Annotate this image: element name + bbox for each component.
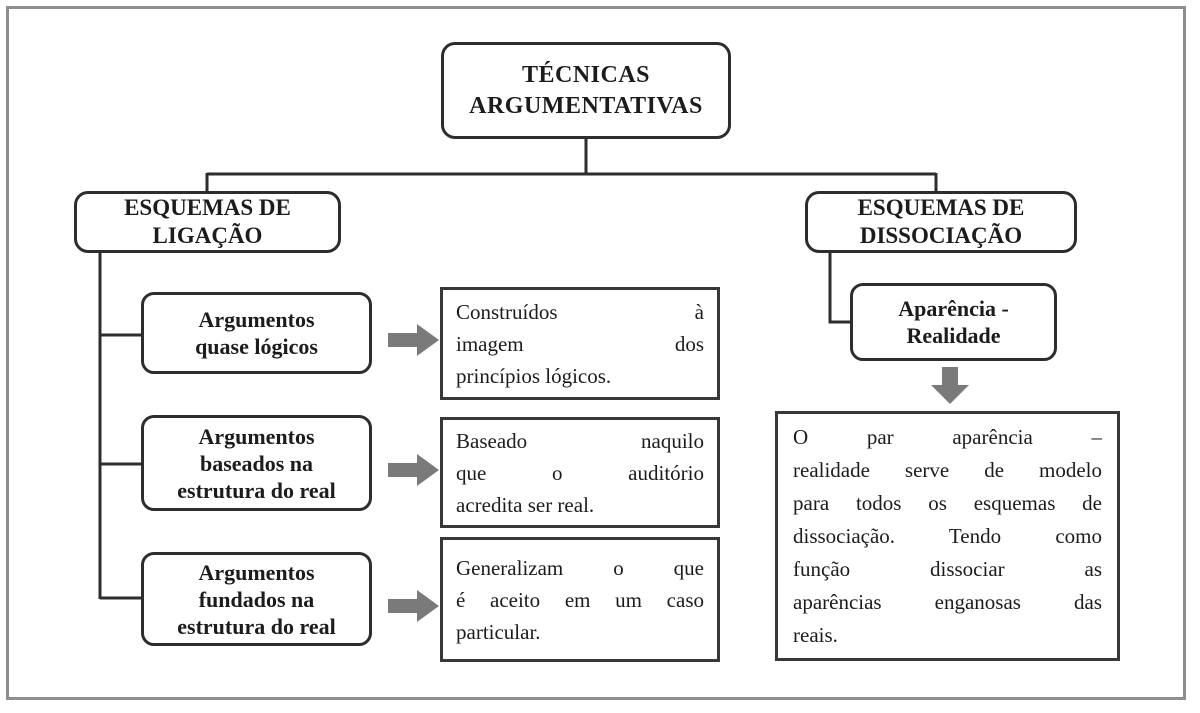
description-line: O par aparência – (793, 424, 1102, 449)
description-line: Baseado naquilo (456, 428, 704, 453)
description-box-fundados: Generalizam o que é aceito em um caso pa… (440, 537, 720, 662)
branch-title-line: ESQUEMAS DE (124, 195, 291, 220)
branch-title-line: DISSOCIAÇÃO (859, 223, 1023, 248)
description-line: que o auditório (456, 460, 704, 485)
branch-node-esquemas-de-dissociacao: ESQUEMAS DE DISSOCIAÇÃO (805, 191, 1077, 253)
item-node-argumentos-baseados: Argumentos baseados na estrutura do real (141, 415, 372, 511)
description-line: particular. (456, 619, 541, 644)
description-box-aparencia-realidade: O par aparência – realidade serve de mod… (775, 411, 1120, 661)
item-node-argumentos-quase-logicos: Argumentos quase lógicos (141, 292, 372, 374)
description-line: Construídos à (456, 299, 704, 324)
description-box-baseados: Baseado naquilo que o auditório acredita… (440, 417, 720, 528)
branch-title-line: ESQUEMAS DE (857, 195, 1025, 220)
item-node-argumentos-fundados: Argumentos fundados na estrutura do real (141, 552, 372, 646)
item-label-line: Realidade (906, 323, 1001, 348)
description-line: reais. (793, 622, 838, 647)
root-title-line: TÉCNICAS (521, 61, 651, 88)
item-label-line: estrutura do real (177, 613, 336, 639)
branch-node-esquemas-de-ligacao: ESQUEMAS DE LIGAÇÃO (74, 191, 341, 253)
description-line: dissociação. Tendo como (793, 523, 1102, 548)
root-title-line: ARGUMENTATIVAS (469, 92, 703, 119)
item-label-line: Aparência - (898, 296, 1009, 321)
description-line: imagem dos (456, 331, 704, 356)
item-label-line: Argumentos (198, 307, 315, 332)
description-line: para todos os esquemas de (793, 490, 1102, 515)
description-line: aparências enganosas das (793, 589, 1102, 614)
root-node-tecnicas-argumentativas: TÉCNICAS ARGUMENTATIVAS (441, 42, 731, 139)
description-line: realidade serve de modelo (793, 457, 1102, 482)
description-line: função dissociar as (793, 556, 1102, 581)
item-label-line: baseados na (199, 450, 314, 476)
item-label-line: Argumentos (198, 423, 315, 449)
description-line: é aceito em um caso (456, 587, 704, 612)
item-label-line: Argumentos (198, 559, 315, 585)
branch-title-line: LIGAÇÃO (152, 223, 263, 248)
item-label-line: fundados na (198, 586, 315, 612)
description-line: Generalizam o que (456, 555, 704, 580)
description-box-quase-logicos: Construídos à imagem dos princípios lógi… (440, 287, 720, 400)
item-label-line: quase lógicos (195, 334, 318, 359)
description-line: princípios lógicos. (456, 363, 612, 388)
item-label-line: estrutura do real (177, 477, 336, 503)
description-line: acredita ser real. (456, 492, 595, 517)
item-node-aparencia-realidade: Aparência - Realidade (850, 283, 1057, 361)
